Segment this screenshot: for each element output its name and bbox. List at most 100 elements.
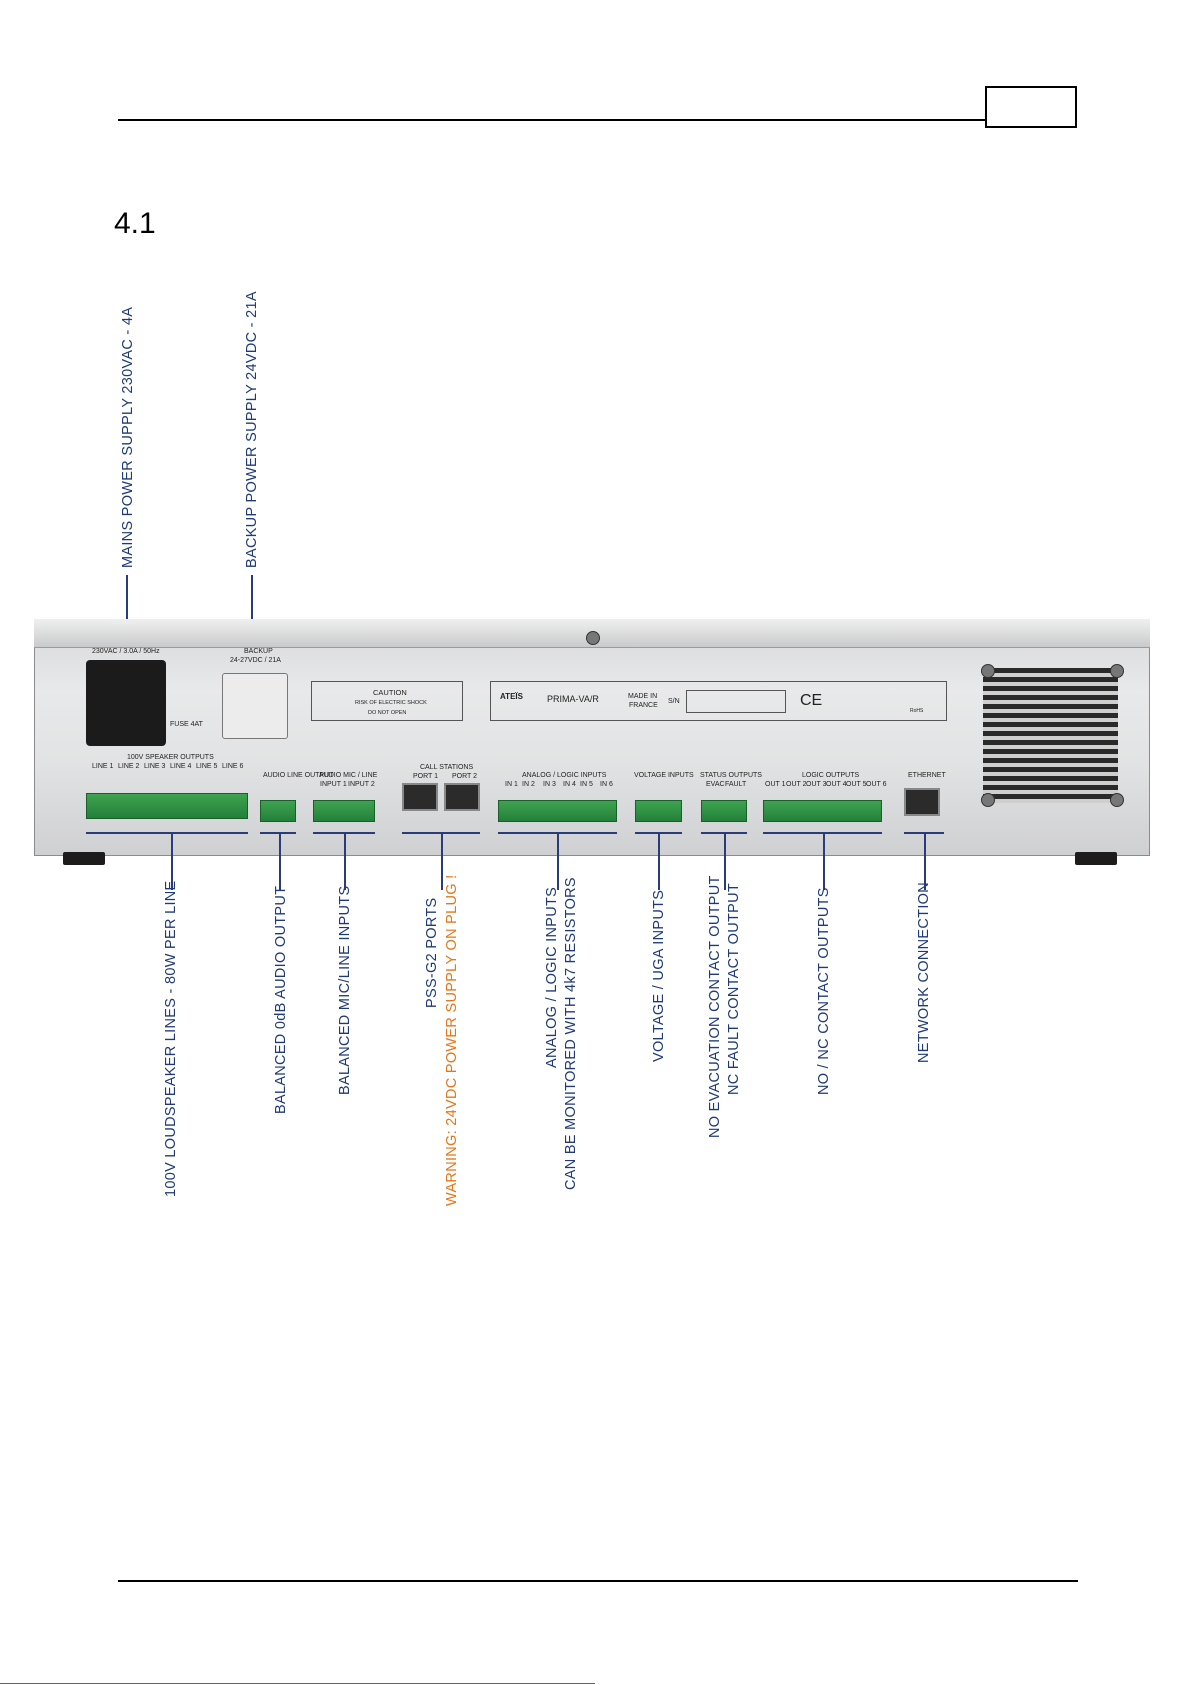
- analog-callout: ANALOG / LOGIC INPUTS: [544, 886, 560, 1068]
- screw: [1110, 664, 1124, 678]
- audio-line-output-label: AUDIO LINE OUTPUT: [263, 772, 334, 779]
- backup-terminal: [222, 673, 288, 739]
- connector: [658, 832, 660, 890]
- sn-label: S/N: [668, 698, 680, 705]
- connector: [441, 832, 443, 890]
- ethernet-label: ETHERNET: [908, 772, 946, 779]
- network-callout: NETWORK CONNECTION: [916, 881, 932, 1063]
- footer-bottom-rule: [0, 1683, 595, 1684]
- france-label: FRANCE: [629, 702, 658, 709]
- mic-line-terminal: [313, 800, 375, 822]
- bracket: [763, 832, 882, 834]
- status-callout-1: NO EVACUATION CONTACT OUTPUT: [707, 875, 723, 1138]
- out-label: OUT 3: [806, 781, 827, 788]
- out-label: OUT 4: [826, 781, 847, 788]
- connector: [171, 832, 173, 890]
- bracket: [260, 832, 296, 834]
- call-stations-label: CALL STATIONS: [420, 764, 474, 771]
- logic-out-terminal: [763, 800, 882, 822]
- logic-out-callout: NO / NC CONTACT OUTPUTS: [816, 887, 832, 1095]
- out-label: OUT 2: [786, 781, 807, 788]
- audio-mic-line-label: AUDIO MIC / LINE: [319, 772, 378, 779]
- port1-label: PORT 1: [413, 773, 439, 780]
- backup-spec: 24-27VDC / 21A: [230, 657, 281, 664]
- status-outputs-label: STATUS OUTPUTS: [700, 772, 762, 779]
- logic-outputs-label: LOGIC OUTPUTS: [802, 772, 860, 779]
- fuse-label: FUSE 4AT: [170, 721, 203, 728]
- page-number-box: [985, 86, 1077, 128]
- line-label: LINE 3: [144, 763, 166, 770]
- made-in-label: MADE IN: [628, 693, 658, 700]
- screw: [981, 793, 995, 807]
- device-foot: [63, 852, 105, 865]
- audio-out-callout: BALANCED 0dB AUDIO OUTPUT: [273, 885, 289, 1114]
- in-label: IN 4: [563, 781, 576, 788]
- analog-callout-2: CAN BE MONITORED WITH 4k7 RESISTORS: [563, 877, 579, 1190]
- backup-callout: BACKUP POWER SUPPLY 24VDC - 21A: [244, 291, 260, 568]
- mains-connector: [126, 575, 128, 635]
- brand-logo: ATEÏS: [500, 692, 523, 701]
- screw: [1110, 793, 1124, 807]
- out-label: OUT 1: [765, 781, 786, 788]
- speaker-terminal-block: [86, 793, 248, 819]
- mic-line-callout: BALANCED MIC/LINE INPUTS: [337, 885, 353, 1095]
- pss-warning-callout: WARNING: 24VDC POWER SUPPLY ON PLUG !: [444, 874, 460, 1206]
- connector: [344, 832, 346, 890]
- caution-line2: DO NOT OPEN: [368, 710, 407, 716]
- pss-callout: PSS-G2 PORTS: [424, 897, 440, 1008]
- input2-label: INPUT 2: [348, 781, 375, 788]
- screw: [586, 631, 600, 645]
- caution-line1: RISK OF ELECTRIC SHOCK: [355, 700, 427, 706]
- audio-out-terminal: [260, 800, 296, 822]
- in-label: IN 3: [543, 781, 556, 788]
- analog-logic-inputs-label: ANALOG / LOGIC INPUTS: [522, 772, 607, 779]
- line-label: LINE 2: [118, 763, 140, 770]
- evac-label: EVAC: [706, 781, 725, 788]
- out-label: OUT 6: [866, 781, 887, 788]
- input1-label: INPUT 1: [320, 781, 347, 788]
- fault-label: FAULT: [725, 781, 747, 788]
- header-rule: [118, 119, 985, 121]
- fan-grill: [983, 668, 1118, 803]
- in-label: IN 6: [600, 781, 613, 788]
- footer-rule: [118, 1580, 1078, 1582]
- voltage-inputs-label: VOLTAGE INPUTS: [634, 772, 694, 779]
- connector: [823, 832, 825, 890]
- screw: [981, 664, 995, 678]
- connector: [924, 832, 926, 890]
- caution-title: CAUTION: [373, 688, 407, 697]
- mains-callout: MAINS POWER SUPPLY 230VAC - 4A: [120, 306, 136, 568]
- sn-field: [686, 690, 786, 713]
- section-number: 4.1: [114, 207, 156, 240]
- status-terminal: [701, 800, 747, 822]
- loudspeaker-callout: 100V LOUDSPEAKER LINES - 80W PER LINE: [163, 880, 179, 1197]
- connector: [724, 832, 726, 890]
- mains-spec-label: 230VAC / 3.0A / 50Hz: [92, 648, 160, 655]
- backup-title: BACKUP: [244, 648, 273, 655]
- mains-inlet: [86, 660, 166, 746]
- in-label: IN 1: [505, 781, 518, 788]
- line-label: LINE 6: [222, 763, 244, 770]
- connector: [279, 832, 281, 890]
- caution-box: [311, 681, 463, 721]
- in-label: IN 2: [522, 781, 535, 788]
- call-port-1: [402, 783, 438, 811]
- line-label: LINE 1: [92, 763, 114, 770]
- rating-plate: [490, 681, 947, 721]
- line-label: LINE 5: [196, 763, 218, 770]
- bracket: [86, 832, 248, 834]
- device-foot: [1075, 852, 1117, 865]
- ce-mark: CE: [800, 692, 823, 709]
- call-port-2: [444, 783, 480, 811]
- ethernet-port: [904, 788, 940, 816]
- line-label: LINE 4: [170, 763, 192, 770]
- speaker-outputs-label: 100V SPEAKER OUTPUTS: [127, 754, 214, 761]
- status-callout-2: NC FAULT CONTACT OUTPUT: [726, 882, 742, 1095]
- analog-terminal: [498, 800, 617, 822]
- out-label: OUT 5: [846, 781, 867, 788]
- voltage-terminal: [635, 800, 682, 822]
- port2-label: PORT 2: [452, 773, 478, 780]
- backup-connector: [251, 575, 253, 635]
- model-label: PRIMA-VA/R: [547, 694, 599, 704]
- in-label: IN 5: [580, 781, 593, 788]
